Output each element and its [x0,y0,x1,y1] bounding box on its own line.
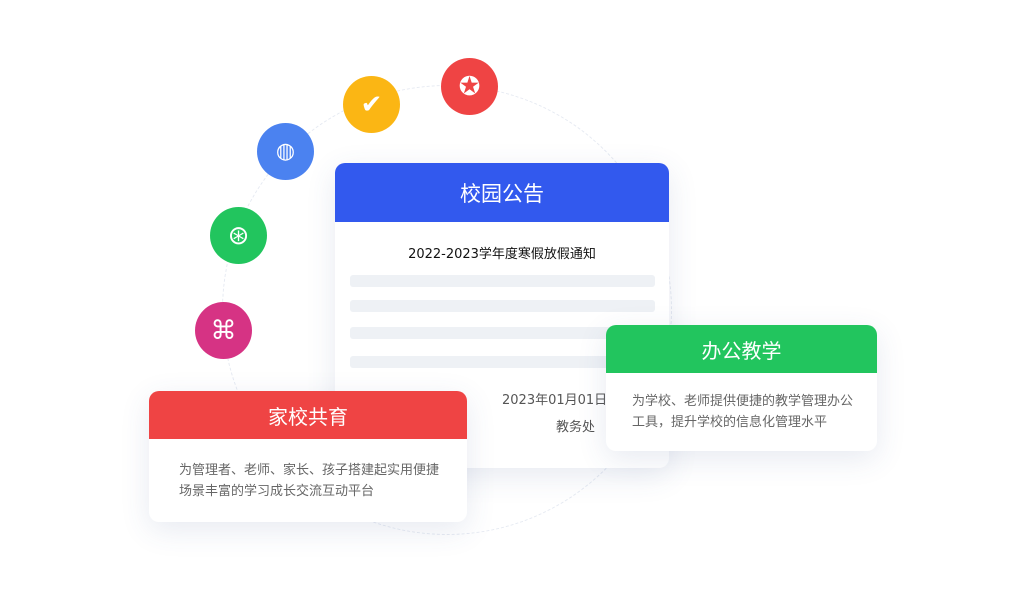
command-icon[interactable]: ⌘ [195,302,252,359]
notice-header: 校园公告 [335,163,669,222]
office-header: 办公教学 [606,325,877,373]
notice-issuer: 教务处 [556,420,596,435]
home-school-card[interactable]: 家校共育 为管理者、老师、家长、孩子搭建起实用便捷场景丰富的学习成长交流互动平台 [149,391,467,522]
notice-date: 2023年01月01日 [502,393,608,408]
placeholder-line [350,327,655,339]
placeholder-line [350,275,655,287]
aperture-icon[interactable]: ⊛ [210,207,267,264]
home-school-header: 家校共育 [149,391,467,439]
chat-check-icon[interactable]: ✔ [343,76,400,133]
office-card[interactable]: 办公教学 为学校、老师提供便捷的教学管理办公工具，提升学校的信息化管理水平 [606,325,877,451]
office-desc: 为学校、老师提供便捷的教学管理办公工具，提升学校的信息化管理水平 [632,394,854,430]
badge-check-icon[interactable]: ✪ [441,58,498,115]
placeholder-line [350,356,655,368]
home-school-desc: 为管理者、老师、家长、孩子搭建起实用便捷场景丰富的学习成长交流互动平台 [179,463,440,499]
placeholder-line [350,300,655,312]
notice-title: 2022-2023学年度寒假放假通知 [408,247,596,262]
globe-icon[interactable]: ◍ [257,123,314,180]
